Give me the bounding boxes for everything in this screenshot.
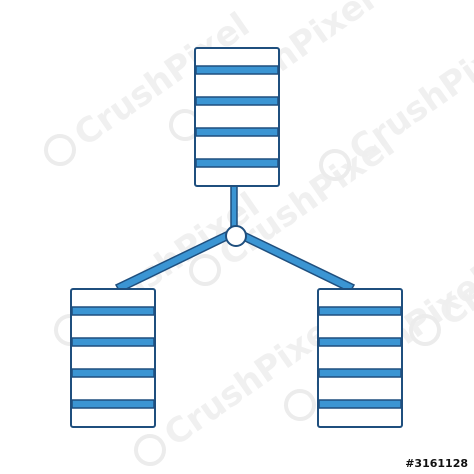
server-right-icon	[317, 288, 403, 428]
watermark-repeat: CrushPixel	[134, 305, 347, 466]
watermark-logo-icon	[319, 149, 351, 181]
watermark-logo-icon	[284, 389, 316, 421]
right-connector	[240, 230, 356, 293]
image-id-label: #3161128	[405, 457, 468, 470]
server-top-icon	[194, 47, 280, 187]
watermark-logo-icon	[409, 314, 441, 346]
hub-node-icon	[225, 225, 247, 247]
watermark-logo-icon	[134, 434, 166, 466]
watermark-text: CrushPixel	[432, 185, 474, 335]
vertical-connector	[230, 185, 238, 229]
server-left-icon	[70, 288, 156, 428]
watermark-text: CrushPixel	[342, 20, 474, 170]
watermark-logo-icon	[44, 134, 76, 166]
watermark-logo-icon	[189, 254, 221, 286]
